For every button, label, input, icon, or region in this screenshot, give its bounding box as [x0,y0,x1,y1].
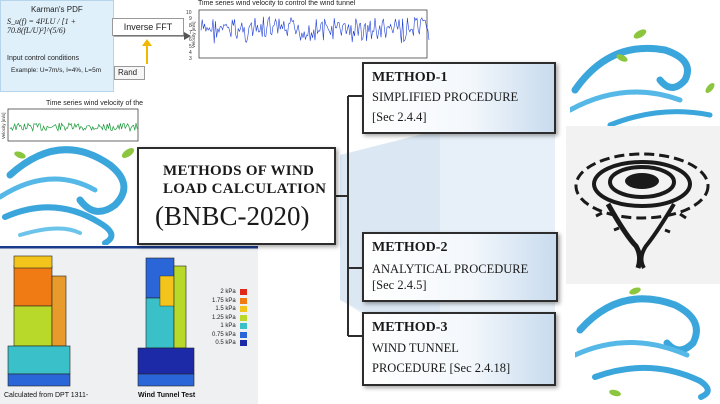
method-3-line2: PROCEDURE [Sec 2.4.18] [372,361,511,375]
wind-swirl-top-right [570,29,715,128]
legend-item: 1.75 kPa [212,297,247,306]
method-3-line1: WIND TUNNEL [372,341,459,355]
method-3-box: METHOD-3 WIND TUNNEL PROCEDURE [Sec 2.4.… [362,312,556,386]
method-3-title: METHOD-3 [372,320,448,335]
center-title-line2: LOAD CALCULATION [163,181,327,197]
legend-label: 0.75 kPa [212,331,236,338]
caption-calculated: Calculated from DPT 1311- [4,392,89,399]
tornado-icon [566,126,720,284]
methods-title-box: METHODS OF WIND LOAD CALCULATION (BNBC-2… [137,147,336,245]
legend-item: 1 kPa [212,322,247,331]
plot1-tick-3: 3 [189,56,192,62]
legend-label: 1.25 kPa [212,314,236,321]
legend-swatch [239,306,247,313]
plot1-tick-10: 10 [186,10,192,16]
legend-label: 1.5 kPa [215,306,236,313]
legend-swatch [239,340,247,347]
method-2-section: [Sec 2.4.5] [372,278,427,292]
plot1-tick-5: 5 [189,44,192,50]
time-series-plot-2: Velocity [m/s] [1,108,139,142]
legend-item: 1.25 kPa [212,314,247,323]
legend-label: 1 kPa [220,323,236,330]
method-2-box: METHOD-2 ANALYTICAL PROCEDURE [Sec 2.4.5… [362,232,558,302]
input-conditions-label: Input control conditions [7,55,79,62]
plot1-tick-8: 8 [189,23,192,29]
plot1-tick-6: 6 [189,37,192,43]
plot2-y-axis-label: Velocity [m/s] [1,112,6,139]
method-1-section: [Sec 2.4.4] [372,110,427,124]
center-title-code: (BNBC-2020) [155,201,310,231]
pdf-title: Karman's PDF [31,5,83,14]
method-1-title: METHOD-1 [372,70,448,85]
caption-wind-tunnel: Wind Tunnel Test [138,392,196,399]
legend-swatch [239,297,247,304]
plot1-tick-7: 7 [189,30,192,36]
building-pressure-panel [0,246,258,404]
legend-label: 2 kPa [220,289,236,296]
time-series-plot-1: 10 9 8 7 6 5 4 3 Velocity [m/s] [186,9,430,62]
legend-swatch [239,314,247,321]
method-2-title: METHOD-2 [372,240,448,255]
example-conditions: Example: U=7m/s, I=4%, L=5m [11,67,102,74]
method-1-box: METHOD-1 SIMPLIFIED PROCEDURE [Sec 2.4.4… [362,62,556,134]
wind-swirl-left [0,146,135,245]
karman-pdf-panel: Karman's PDF S_u(f) = 4I²LU / [1 + 70.8(… [0,0,114,92]
legend-item: 1.5 kPa [212,305,247,314]
plot1-tick-4: 4 [189,50,192,56]
plot1-y-axis-label: Velocity [m/s] [191,21,196,48]
legend-label: 0.5 kPa [215,340,236,347]
plot1-tick-9: 9 [189,16,192,22]
wind-swirl-bottom-right [575,287,711,400]
flow-arrows [114,32,191,64]
legend-swatch [239,331,247,338]
legend-swatch [239,289,247,296]
random-button[interactable]: Rand [114,66,145,80]
pdf-formula: S_u(f) = 4I²LU / [1 + 70.8(fL/U)²]^(5/6) [7,17,76,35]
method-2-line1: ANALYTICAL PROCEDURE [372,262,529,276]
plot1-title: Time series wind velocity to control the… [198,0,356,7]
legend-item: 0.75 kPa [212,331,247,340]
legend-item: 2 kPa [212,288,247,297]
center-title-line1: METHODS OF WIND [163,163,315,179]
legend-label: 1.75 kPa [212,297,236,304]
plot2-title: Time series wind velocity of the [46,100,143,107]
legend-swatch [239,323,247,330]
legend-item: 0.5 kPa [212,339,247,348]
method-1-line1: SIMPLIFIED PROCEDURE [372,90,519,104]
